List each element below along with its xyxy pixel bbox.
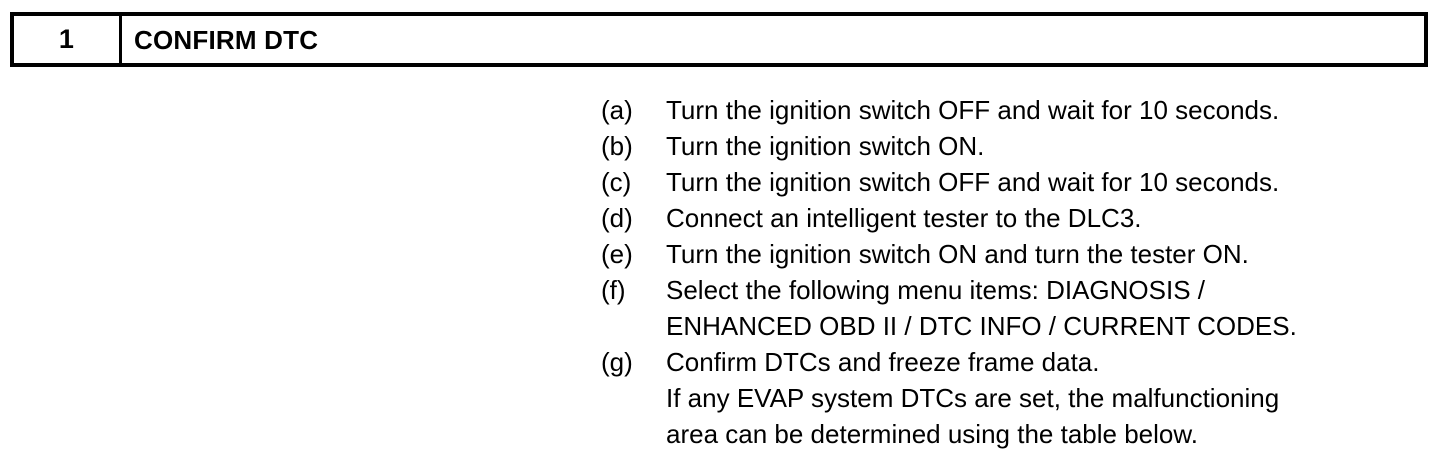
procedure-item: (b) Turn the ignition switch ON. <box>601 128 1441 164</box>
procedure-item: (a) Turn the ignition switch OFF and wai… <box>601 92 1441 128</box>
procedure-item-marker: (f) <box>601 275 626 305</box>
step-title: CONFIRM DTC <box>134 24 319 55</box>
procedure-item-line: Select the following menu items: DIAGNOS… <box>666 275 1205 305</box>
step-number-cell: 1 <box>14 16 122 63</box>
procedure-item-marker: (g) <box>601 347 633 377</box>
procedure-item-line: Turn the ignition switch OFF and wait fo… <box>666 167 1280 197</box>
procedure-item-line: Connect an intelligent tester to the DLC… <box>666 203 1142 233</box>
procedure-item: (g) Confirm DTCs and freeze frame data. … <box>601 344 1441 452</box>
procedure-item-line: ENHANCED OBD II / DTC INFO / CURRENT COD… <box>666 311 1297 341</box>
procedure-item-text: Select the following menu items: DIAGNOS… <box>666 272 1441 344</box>
procedure-item: (f) Select the following menu items: DIA… <box>601 272 1441 344</box>
procedure-item-marker: (a) <box>601 95 633 125</box>
procedure-item-text: Turn the ignition switch OFF and wait fo… <box>666 92 1441 128</box>
procedure-item-text: Turn the ignition switch ON and turn the… <box>666 236 1441 272</box>
step-number: 1 <box>58 24 75 54</box>
procedure-item-text: Turn the ignition switch OFF and wait fo… <box>666 164 1441 200</box>
step-header-box: 1 CONFIRM DTC <box>10 12 1428 67</box>
procedure-item-line: Confirm DTCs and freeze frame data. <box>666 347 1100 377</box>
procedure-item-text: Connect an intelligent tester to the DLC… <box>666 200 1441 236</box>
procedure-item-line: Turn the ignition switch OFF and wait fo… <box>666 95 1280 125</box>
procedure-item-marker: (c) <box>601 167 632 197</box>
procedure-item-marker: (e) <box>601 239 633 269</box>
procedure-item-text: Turn the ignition switch ON. <box>666 128 1441 164</box>
procedure-item-marker: (b) <box>601 131 633 161</box>
procedure-item-line: If any EVAP system DTCs are set, the mal… <box>666 383 1280 413</box>
procedure-item-marker: (d) <box>601 203 633 233</box>
procedure-step-list: (a) Turn the ignition switch OFF and wai… <box>601 92 1441 452</box>
procedure-item-line: area can be determined using the table b… <box>666 419 1198 449</box>
procedure-item-line: Turn the ignition switch ON and turn the… <box>666 239 1249 269</box>
procedure-item: (c) Turn the ignition switch OFF and wai… <box>601 164 1441 200</box>
step-title-cell: CONFIRM DTC <box>122 16 1424 63</box>
procedure-item: (d) Connect an intelligent tester to the… <box>601 200 1441 236</box>
procedure-item-text: Confirm DTCs and freeze frame data. If a… <box>666 344 1441 452</box>
procedure-item-line: Turn the ignition switch ON. <box>666 131 985 161</box>
procedure-item: (e) Turn the ignition switch ON and turn… <box>601 236 1441 272</box>
